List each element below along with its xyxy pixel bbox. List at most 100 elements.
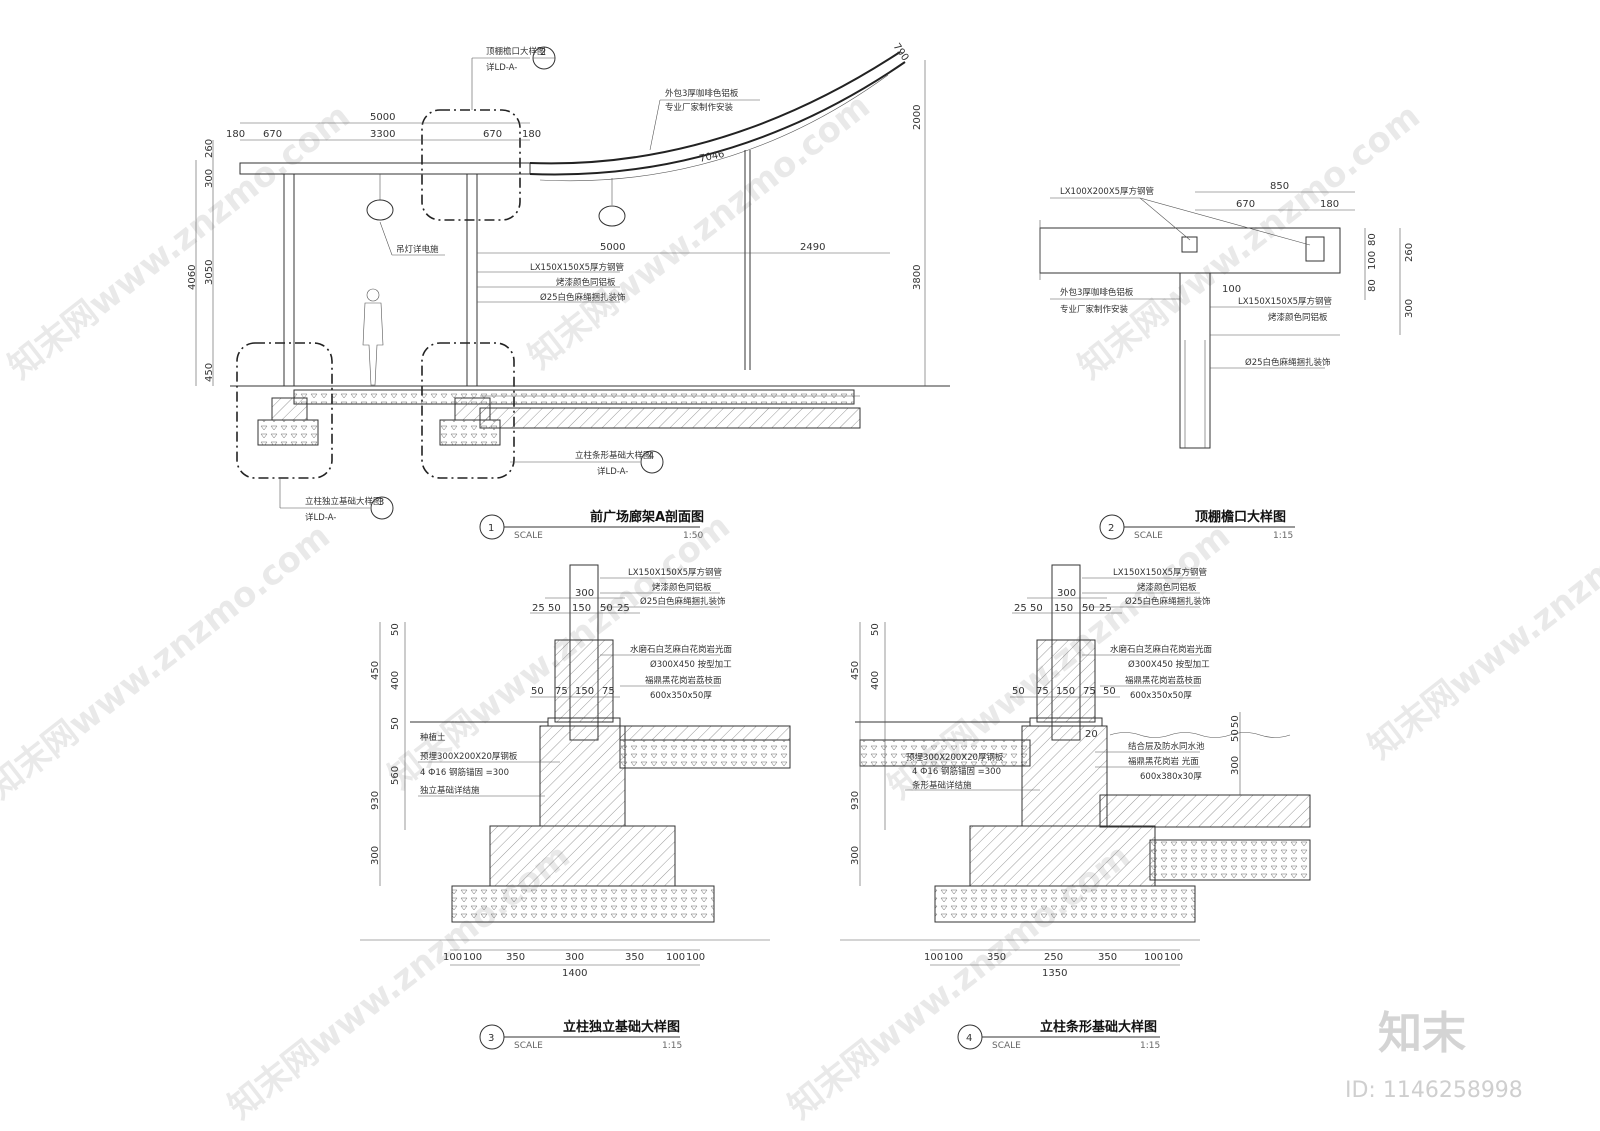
annotation-text: 20 [1085,729,1098,740]
annotation-text: 930 [370,791,381,810]
v4-footing [969,825,1156,887]
annotation-text: 25 [617,603,630,614]
annotation-text: 300 [1057,588,1076,599]
annotation-text: 930 [850,791,861,810]
annotation-text: 100 [944,952,963,963]
dim-450: 450 [204,363,215,382]
view-1-section: 5000 180 670 3300 670 180 260 300 3050 4… [187,41,950,541]
annotation-text: Ø25白色麻绳捆扎装饰 [640,596,726,607]
annotation-text: 300 [370,846,381,865]
annotation-text: 250 [1044,952,1063,963]
callout2-ref: 详LD-A- [486,62,517,73]
v2-dim-300: 300 [1404,299,1415,318]
callout4-bubble [640,450,664,474]
v2-dim-100: 100 [1367,251,1378,270]
v2-dim-670: 670 [1236,199,1255,210]
v2-dim-100: 100 [1222,284,1241,295]
callout2-num: 2 [540,47,546,58]
beam-tube [1181,236,1198,253]
annotation-text: 福鼎黑花岗岩 光面 [1128,756,1199,767]
annotation-text: 450 [850,661,861,680]
annotation-text: 350 [506,952,525,963]
annotation-text: 50 [600,603,613,614]
v3-footing [489,825,676,887]
callout2-title: 顶棚檐口大样图 [486,46,546,57]
view1-number: 1 [488,523,494,534]
v2-note-rope: Ø25白色麻绳捆扎装饰 [1245,357,1331,368]
annotation-text: 4 Ф16 钢筋锚固 =300 [420,767,509,778]
view-4-strip-footing: 300 25 50 150 50 25 50 75 150 75 50 50 4… [840,564,1311,1051]
annotation-text: 75 [1036,686,1049,697]
annotation-text: 独立基础详结施 [420,785,480,796]
annotation-text: 75 [602,686,615,697]
annotation-text: 1400 [562,968,587,979]
callout-frame-3 [236,342,333,479]
annotation-text: 300 [565,952,584,963]
v1-note-rope: Ø25白色麻绳捆扎装饰 [540,292,626,303]
annotation-text: 50 [531,686,544,697]
v2-note-paint: 烤漆颜色同铝板 [1268,312,1328,323]
v2-note-cladding-2: 专业厂家制作安装 [1060,304,1129,315]
watermark-text: 知末网www.znzmo.com [1361,476,1600,767]
annotation-text: 100 [924,952,943,963]
view4-title: 立柱条形基础大样图 [1040,1019,1157,1035]
roof-beam [239,162,531,175]
view3-title: 立柱独立基础大样图 [563,1019,680,1035]
footing-left [257,419,319,446]
view4-scale: 1:15 [1140,1041,1160,1051]
dim-180: 180 [522,129,541,140]
dim-5000: 5000 [370,112,395,123]
annotation-text: 100 [1144,952,1163,963]
view3-number: 3 [488,1033,494,1044]
annotation-text: 50 [1230,715,1241,728]
v2-dim-260: 260 [1404,243,1415,262]
view4-number: 4 [966,1033,972,1044]
v2-dim-80: 80 [1367,279,1378,292]
dim-3050: 3050 [204,260,215,285]
watermark-text: 知末网www.znzmo.com [521,86,878,377]
annotation-text: 预埋300X200X20厚钢板 [420,751,518,762]
annotation-text: 400 [870,671,881,690]
view2-number: 2 [1108,523,1114,534]
view3-scale: 1:15 [662,1041,682,1051]
annotation-text: 75 [555,686,568,697]
footing-mid [439,419,501,446]
annotation-text: 300 [850,846,861,865]
annotation-text: 100 [666,952,685,963]
view4-scale-label: SCALE [992,1041,1021,1051]
annotation-text: 150 [1056,686,1075,697]
callout3-bubble [370,496,394,520]
annotation-text: 150 [572,603,591,614]
v1-note-paint: 烤漆颜色同铝板 [556,277,616,288]
dim-7046: 7046 [698,149,725,165]
callout4-title: 立柱条形基础大样图 [575,450,652,461]
dim-180: 180 [226,129,245,140]
view3-scale-label: SCALE [514,1041,543,1051]
annotation-text: 预埋300X200X20厚钢板 [906,752,1004,763]
view-2-eave-detail: 850 670 180 80 100 80 260 300 100 LX100X… [1039,181,1415,541]
v2-note-cladding-1: 外包3厚咖啡色铝板 [1060,287,1134,298]
callout4-ref: 详LD-A- [597,466,628,477]
annotation-text: 50 [548,603,561,614]
annotation-text: 100 [443,952,462,963]
dim-670: 670 [483,129,502,140]
v2-dim-850: 850 [1270,181,1289,192]
v1-note-lamp: 吊灯详电施 [396,244,439,255]
callout3-num: 3 [378,497,384,508]
dim-4060: 4060 [187,265,198,290]
callout-frame-4 [421,342,515,479]
watermark-id: ID: 1146258998 [1345,1078,1523,1103]
annotation-text: 水磨石白芝麻白花岗岩光面 [1110,644,1213,655]
pendant-lamp [366,199,394,221]
annotation-text: Ø25白色麻绳捆扎装饰 [1125,596,1211,607]
annotation-text: 560 [390,766,401,785]
annotation-text: 烤漆颜色同铝板 [652,582,712,593]
annotation-text: Ø300X450 按型加工 [650,659,732,670]
callout-frame-2 [421,109,521,221]
view1-title: 前广场廊架A剖面图 [590,509,704,525]
annotation-text: 75 [1083,686,1096,697]
human-figure [362,288,384,386]
watermark-text: 知末网www.znzmo.com [0,516,338,807]
annotation-text: 50 [390,717,401,730]
